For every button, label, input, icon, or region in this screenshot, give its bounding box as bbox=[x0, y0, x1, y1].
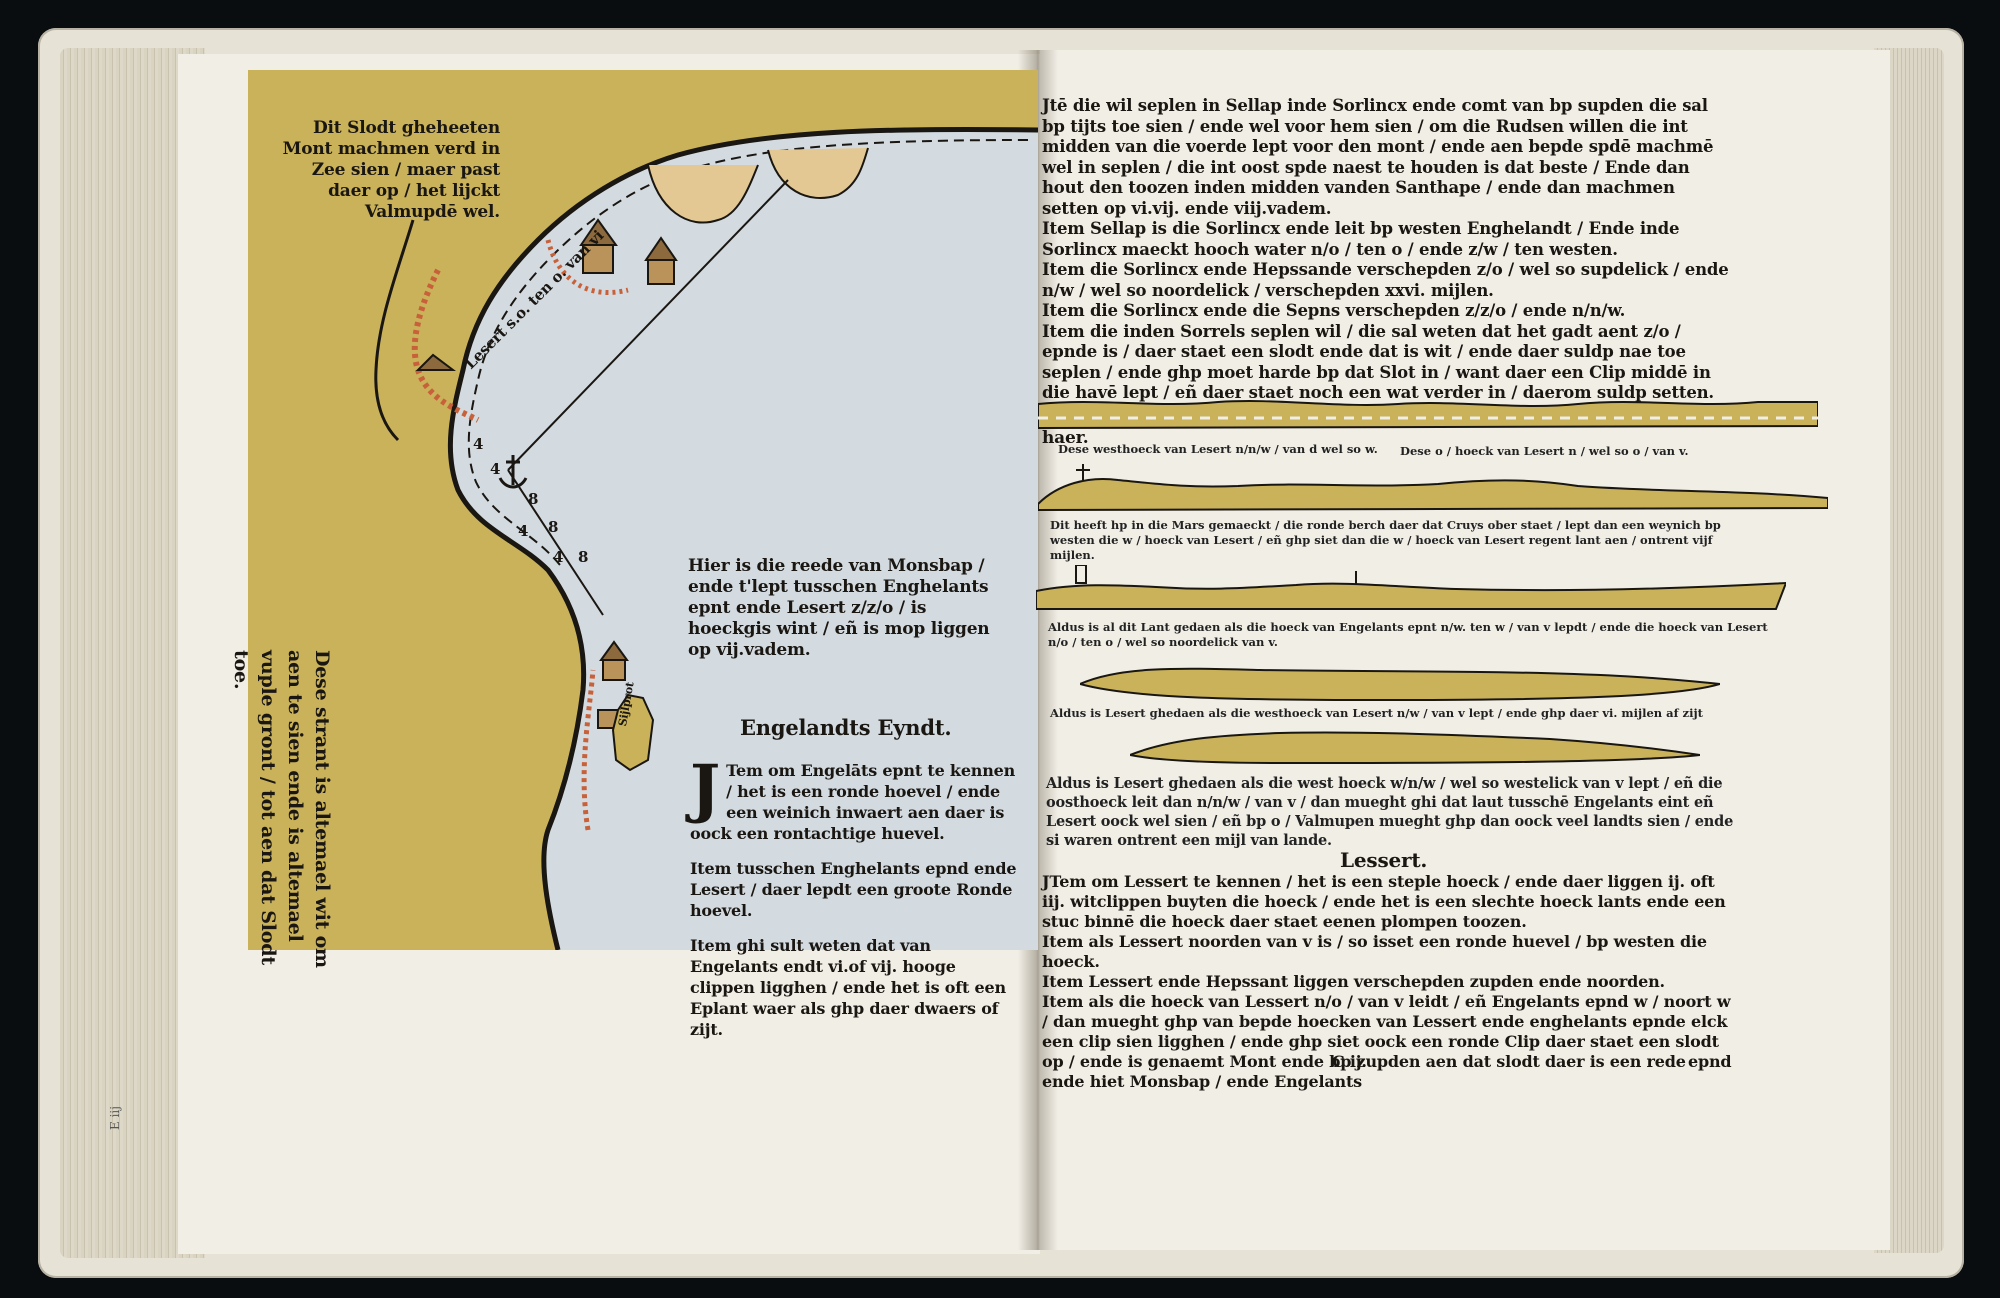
shore-dots-south bbox=[581, 669, 596, 831]
profile-caption: Aldus is al dit Lant gedaen als die hoec… bbox=[1048, 620, 1768, 649]
lessert-heading: Lessert. bbox=[1340, 848, 1428, 872]
anchor-icon bbox=[498, 455, 528, 489]
coast-profile-one bbox=[1038, 400, 1818, 430]
body-paragraph: Item als Lessert noorden van v is / so i… bbox=[1042, 932, 1707, 971]
coastal-map: Lesert s.o. ten o. van vi 4 4 8 8 4 4 8 … bbox=[248, 70, 1038, 950]
rock-icon bbox=[611, 693, 655, 772]
profile-caption: Aldus is Lesert ghedaen als die west hoe… bbox=[1046, 775, 1734, 849]
body-paragraph: Item die Sorlincx ende Hepssande versche… bbox=[1042, 260, 1729, 300]
coast-chart-svg bbox=[248, 70, 1038, 950]
sea-area bbox=[450, 129, 1038, 950]
depth-number: 4 bbox=[553, 548, 564, 566]
body-paragraph: Item Sellap is die Sorlincx ende leit bp… bbox=[1042, 219, 1680, 259]
edge-signature: E iij bbox=[108, 1106, 122, 1130]
depth-number: 4 bbox=[518, 522, 529, 540]
body-paragraph: Item tusschen Enghelants epnd ende Leser… bbox=[690, 859, 1017, 920]
body-paragraph: Jtē die wil seplen in Sellap inde Sorlin… bbox=[1042, 96, 1714, 218]
inland-ridge bbox=[374, 219, 415, 442]
paragraph-text: Tem om Engelāts epnt te kennen / het is … bbox=[690, 761, 1016, 843]
castle-note: Dit Slodt gheheeten Mont machmen verd in… bbox=[282, 118, 501, 222]
town-icon bbox=[644, 236, 678, 285]
shoreline-dash bbox=[467, 139, 1029, 566]
depth-number: 8 bbox=[548, 518, 559, 536]
profile-caption: Dese westhoeck van Lesert n/n/w / van d … bbox=[1058, 442, 1378, 456]
section-heading: Engelandts Eyndt. bbox=[740, 715, 952, 740]
profile-caption: Dese o / hoeck van Lesert n / wel so o /… bbox=[1400, 444, 1689, 458]
side-note: Dese strant is altemael wit om aen te si… bbox=[230, 650, 333, 968]
body-paragraph: Item als die hoeck van Lessert n/o / van… bbox=[1042, 992, 1731, 1091]
body-paragraph: JTem om Lessert te kennen / het is een s… bbox=[1042, 872, 1726, 931]
right-page bbox=[1040, 50, 1890, 1250]
body-paragraph: Item die Sorlincx ende die Sepns versche… bbox=[1042, 301, 1626, 320]
body-paragraph: Item die inden Sorrels seplen wil / die … bbox=[1042, 321, 1714, 403]
bay-two bbox=[767, 147, 869, 199]
depth-number: 4 bbox=[490, 460, 501, 478]
catchword: epnd bbox=[1688, 1052, 1732, 1071]
depth-number: 4 bbox=[473, 435, 484, 453]
anchor-line bbox=[507, 469, 604, 616]
depth-number: 8 bbox=[578, 548, 589, 566]
bay-one bbox=[647, 164, 759, 224]
coast-profile-two bbox=[1038, 464, 1828, 512]
body-paragraph: Item Lessert ende Hepssant liggen versch… bbox=[1042, 972, 1665, 991]
profile-caption: Aldus is Lesert ghedaen als die westhoec… bbox=[1050, 706, 1703, 720]
profile-caption: Dit heeft hp in die Mars gemaeckt / die … bbox=[1050, 518, 1721, 562]
hill-icon bbox=[415, 353, 456, 371]
castle-icon bbox=[579, 218, 618, 274]
drop-cap: J bbox=[690, 751, 721, 826]
signature-mark: C ij. bbox=[1332, 1052, 1367, 1071]
lessert-body-text: JTem om Lessert te kennen / het is een s… bbox=[1042, 872, 1732, 1092]
depth-number: 8 bbox=[528, 490, 539, 508]
coast-profile-three bbox=[1036, 565, 1786, 610]
bearing-line bbox=[507, 179, 789, 471]
coast-profile-four bbox=[1080, 667, 1720, 702]
body-paragraph: Item ghi sult weten dat van Engelants en… bbox=[690, 936, 1006, 1039]
coast-profile-five bbox=[1130, 731, 1700, 765]
reede-note: Hier is die reede van Monsbap / ende t'l… bbox=[688, 556, 990, 660]
south-castle-icon bbox=[597, 640, 629, 729]
right-body-text: Jtē die wil seplen in Sellap inde Sorlin… bbox=[1042, 96, 1732, 449]
coastline bbox=[447, 126, 1038, 950]
